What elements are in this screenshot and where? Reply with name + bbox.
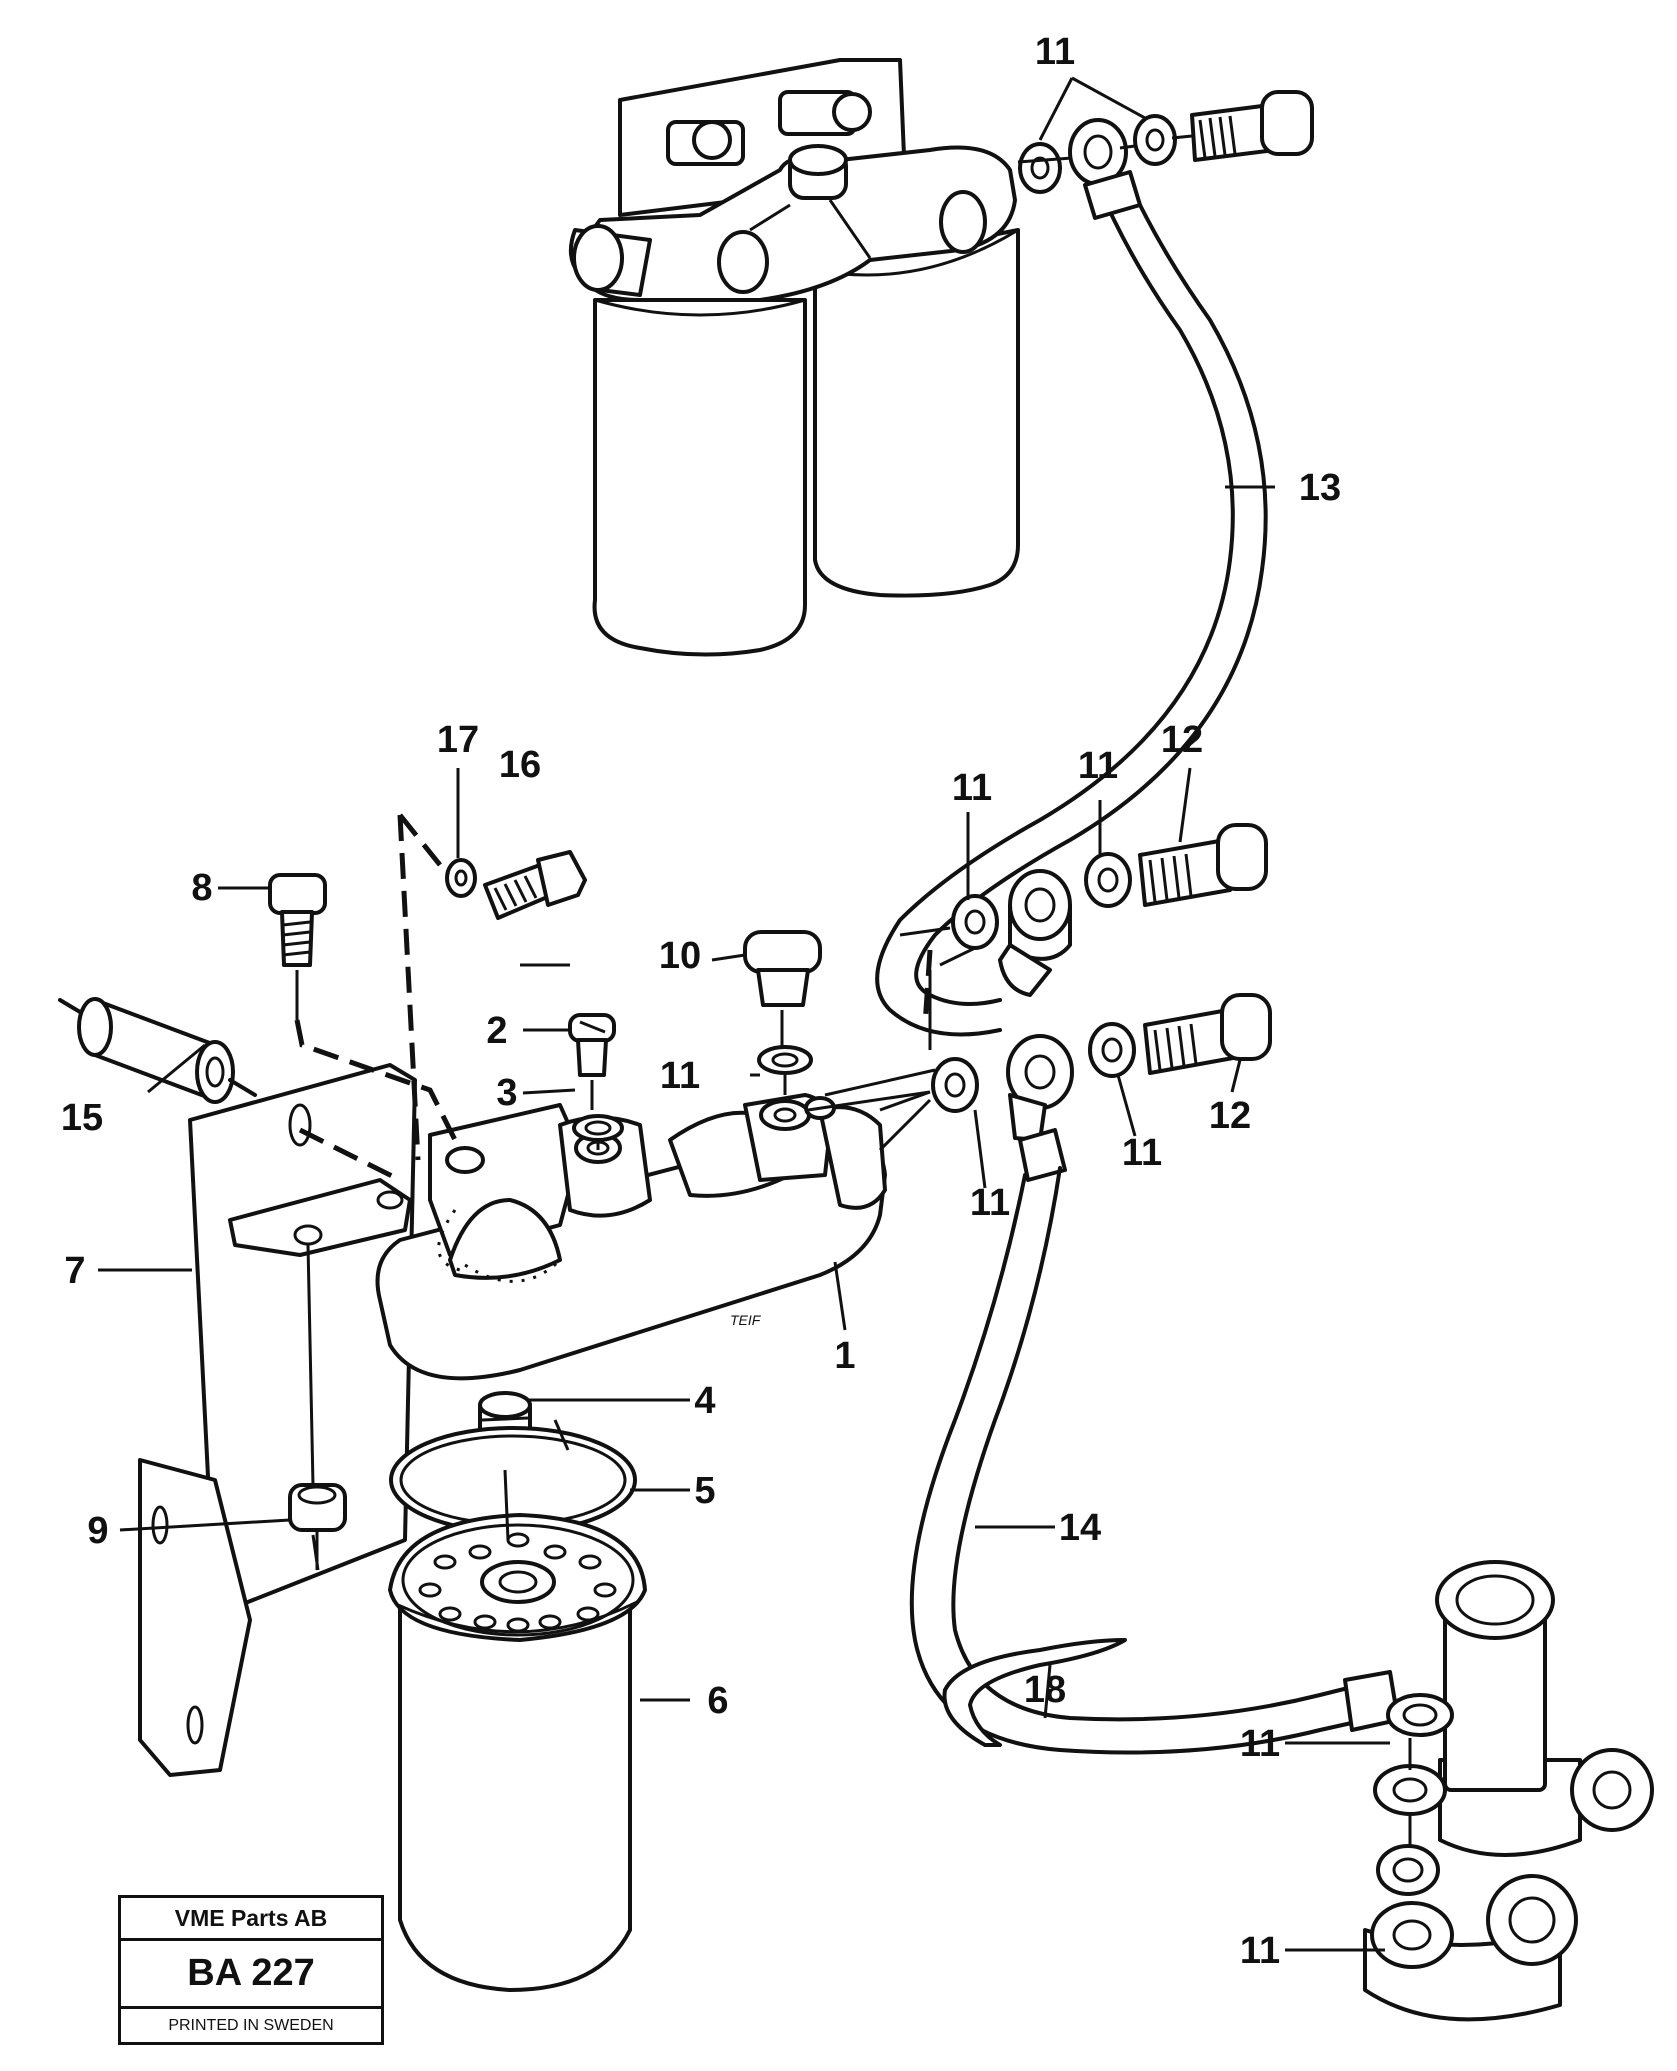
callout-16: 16 [499,744,541,786]
bolt-8 [268,873,327,1020]
middle-lower-connection [879,993,1272,1142]
callout-11-upper-right: 11 [1078,745,1118,787]
plug-10 [743,930,822,1050]
callout-15: 15 [61,1097,103,1139]
washer-11-plug [757,1045,813,1095]
callout-14: 14 [1059,1507,1101,1549]
twin-fuel-filter-assembly [569,58,1020,657]
callout-12-upper: 12 [1161,719,1203,761]
callout-18: 18 [1024,1669,1066,1711]
spacer-tube-15 [58,997,257,1104]
callout-11-upper-left: 11 [952,767,992,809]
title-stamp: VME Parts AB BA 227 PRINTED IN SWEDEN [118,1895,384,2045]
callout-7: 7 [64,1250,85,1292]
stamp-printed: PRINTED IN SWEDEN [168,2017,334,2034]
callout-2: 2 [486,1010,507,1052]
callout-leaders [98,76,1390,1952]
callout-10: 10 [659,935,701,977]
fuel-hose-13 [875,170,1268,1037]
callout-9: 9 [87,1510,108,1552]
screw-16 [483,850,587,920]
callout-11-lower-left: 11 [970,1182,1010,1224]
mounting-bracket-7 [138,1063,417,1777]
callout-1: 1 [834,1335,855,1377]
washer-17 [445,858,477,898]
callout-11-pump-bottom: 11 [1240,1930,1280,1972]
washer-3 [572,1114,624,1142]
callout-11-top: 11 [1035,31,1075,73]
filter-head-1: TEIF [375,1093,887,1381]
callout-6: 6 [707,1680,728,1722]
screw-2 [568,1013,616,1110]
upper-banjo-connection [1017,90,1314,194]
callout-12-lower: 12 [1209,1095,1251,1137]
stamp-company: VME Parts AB [121,1898,381,1941]
stamp-code: BA 227 [121,1941,381,2009]
drawing-mark: TEIF [730,1312,762,1328]
nut-9 [288,1483,347,1570]
callout-11-plug: 11 [660,1055,700,1097]
callout-8: 8 [191,867,212,909]
callout-3: 3 [496,1072,517,1114]
middle-upper-connection [899,823,1268,997]
callout-5: 5 [694,1470,715,1512]
callout-labels: 11 13 17 16 12 11 11 8 10 2 11 3 15 12 1… [61,31,1341,1972]
hose-clip-18 [942,1638,1127,1747]
assembly-lines [294,813,976,1571]
callout-17: 17 [437,719,479,761]
callout-4: 4 [694,1380,715,1422]
feed-pump-housing [1363,1560,1654,2022]
filter-cartridge-6 [388,1513,647,1992]
callout-11-pump-top: 11 [1240,1723,1280,1765]
callout-11-lower-mid: 11 [1122,1132,1162,1174]
callout-13: 13 [1299,467,1341,509]
